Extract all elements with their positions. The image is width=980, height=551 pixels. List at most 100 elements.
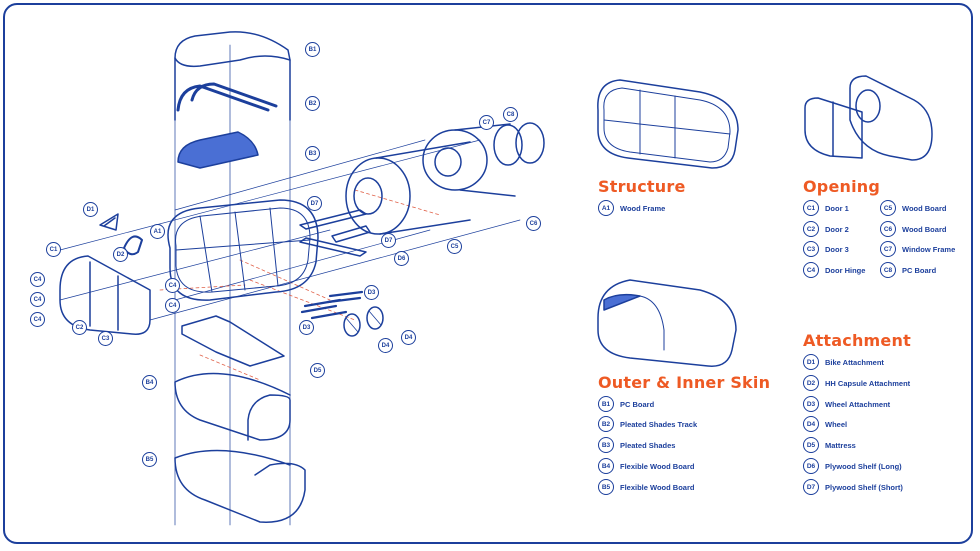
callout-b2: B2 xyxy=(305,96,320,111)
code-badge: C1 xyxy=(803,200,819,216)
legend-item-b2: B2 Pleated Shades Track xyxy=(598,416,697,432)
item-label: Flexible Wood Board xyxy=(620,482,695,492)
code-badge: B3 xyxy=(598,437,614,453)
callout-b5: B5 xyxy=(142,452,157,467)
item-label: Flexible Wood Board xyxy=(620,461,695,471)
pc-board-shell-b1 xyxy=(174,31,291,121)
code-badge: C7 xyxy=(880,241,896,257)
pleated-shades-track-b2 xyxy=(176,82,278,112)
legend-item-c1: C1 Door 1 xyxy=(803,200,849,216)
callout-c6: C6 xyxy=(526,216,541,231)
legend-item-d3: D3 Wheel Attachment xyxy=(803,396,890,412)
code-badge: D6 xyxy=(803,458,819,474)
code-badge: D3 xyxy=(803,396,819,412)
code-badge: D2 xyxy=(803,375,819,391)
item-label: Pleated Shades xyxy=(620,440,676,450)
flexible-wood-board-b5 xyxy=(174,449,306,523)
wood-frame-a1 xyxy=(167,199,319,301)
legend-item-d6: D6 Plywood Shelf (Long) xyxy=(803,458,902,474)
callout-c8: C8 xyxy=(503,107,518,122)
callout-d1: D1 xyxy=(83,202,98,217)
structure-preview-icon xyxy=(597,79,739,169)
legend-item-d4: D4 Wheel xyxy=(803,416,847,432)
legend-item-b4: B4 Flexible Wood Board xyxy=(598,458,694,474)
code-badge: B1 xyxy=(598,396,614,412)
skin-heading: Outer & Inner Skin xyxy=(598,373,771,392)
wood-board-cylinder-c6 xyxy=(422,123,516,197)
legend-item-d7: D7 Plywood Shelf (Short) xyxy=(803,479,903,495)
code-badge: D4 xyxy=(803,416,819,432)
callout-c4: C4 xyxy=(165,298,180,313)
wheel-attachments-d3 xyxy=(300,290,364,320)
legend-item-b5: B5 Flexible Wood Board xyxy=(598,479,694,495)
code-badge: C3 xyxy=(803,241,819,257)
legend-item-d2: D2 HH Capsule Attachment xyxy=(803,375,910,391)
diagram-frame xyxy=(3,3,973,544)
item-label: PC Board xyxy=(620,399,655,409)
item-label: PC Board xyxy=(902,265,937,275)
code-badge: D5 xyxy=(803,437,819,453)
item-label: Door 1 xyxy=(825,203,849,213)
code-badge: B4 xyxy=(598,458,614,474)
item-label: HH Capsule Attachment xyxy=(825,378,911,388)
legend-item-c2: C2 Door 2 xyxy=(803,221,849,237)
mattress-d5 xyxy=(181,315,285,367)
opening-preview-icon xyxy=(804,75,933,161)
code-badge: D1 xyxy=(803,354,819,370)
item-label: Mattress xyxy=(825,440,856,450)
item-label: Wood Board xyxy=(902,203,947,213)
code-badge: A1 xyxy=(598,200,614,216)
legend-item-b1: B1 PC Board xyxy=(598,396,654,412)
callout-c4: C4 xyxy=(30,272,45,287)
callout-a1: A1 xyxy=(150,224,165,239)
callout-d4: D4 xyxy=(401,330,416,345)
callout-d4: D4 xyxy=(378,338,393,353)
item-label: Pleated Shades Track xyxy=(620,419,698,429)
code-badge: D7 xyxy=(803,479,819,495)
callout-c4: C4 xyxy=(30,292,45,307)
legend-item-c7: C7 Window Frame xyxy=(880,241,955,257)
item-label: Bike Attachment xyxy=(825,357,884,367)
pleated-shades-b3 xyxy=(177,131,259,169)
callout-d3: D3 xyxy=(364,285,379,300)
code-badge: C2 xyxy=(803,221,819,237)
code-badge: C4 xyxy=(803,262,819,278)
guide-lines xyxy=(59,44,521,526)
callout-d6: D6 xyxy=(394,251,409,266)
plywood-shelves-d6-d7 xyxy=(299,209,371,257)
code-badge: C8 xyxy=(880,262,896,278)
legend-item-c4: C4 Door Hinge xyxy=(803,262,865,278)
code-badge: C5 xyxy=(880,200,896,216)
callout-d3: D3 xyxy=(299,320,314,335)
item-label: Door 3 xyxy=(825,244,849,254)
legend-item-d1: D1 Bike Attachment xyxy=(803,354,884,370)
wheels-d4 xyxy=(343,306,384,337)
callout-b4: B4 xyxy=(142,375,157,390)
callout-c3: C3 xyxy=(98,331,113,346)
callout-c2: C2 xyxy=(72,320,87,335)
item-label: Wheel xyxy=(825,419,848,429)
legend-item-c8: C8 PC Board xyxy=(880,262,936,278)
code-badge: B5 xyxy=(598,479,614,495)
code-badge: B2 xyxy=(598,416,614,432)
structure-heading: Structure xyxy=(598,177,686,196)
attachment-heading: Attachment xyxy=(803,331,911,350)
item-label: Window Frame xyxy=(902,244,956,254)
callout-b1: B1 xyxy=(305,42,320,57)
bike-attachment-d1 xyxy=(99,213,119,231)
callout-d5: D5 xyxy=(310,363,325,378)
door-capsule-c1-c3 xyxy=(59,255,151,335)
item-label: Wood Board xyxy=(902,224,947,234)
callout-c5: C5 xyxy=(447,239,462,254)
callout-c4: C4 xyxy=(30,312,45,327)
legend-item-c3: C3 Door 3 xyxy=(803,241,849,257)
callout-d7: D7 xyxy=(307,196,322,211)
legend-item-a1: A1 Wood Frame xyxy=(598,200,665,216)
callout-b3: B3 xyxy=(305,146,320,161)
legend-item-c5: C5 Wood Board xyxy=(880,200,946,216)
item-label: Wheel Attachment xyxy=(825,399,891,409)
callout-c1: C1 xyxy=(46,242,61,257)
item-label: Wood Frame xyxy=(620,203,666,213)
hh-capsule-attachment-d2 xyxy=(123,235,143,256)
